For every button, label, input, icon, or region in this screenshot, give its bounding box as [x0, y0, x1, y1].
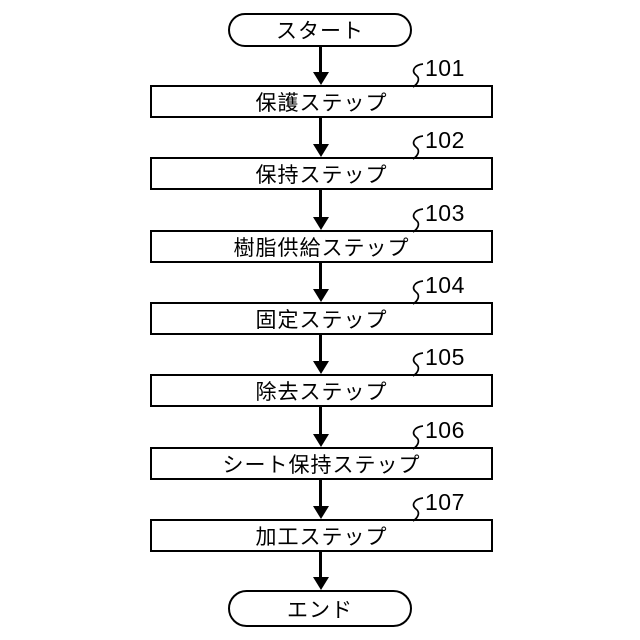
arrowhead-icon — [312, 434, 329, 447]
ref-label-106: 106 — [410, 418, 480, 450]
flow-arrow-104-to-105 — [312, 334, 329, 374]
arrowhead-icon — [312, 144, 329, 157]
flow-arrow-107-to-end — [312, 551, 329, 590]
flow-arrow-106-to-107 — [312, 479, 329, 519]
flow-arrow-103-to-104 — [312, 262, 329, 302]
ref-number: 107 — [425, 489, 465, 515]
process-label: シート保持ステップ — [222, 453, 421, 477]
process-box-104: 固定ステップ — [150, 302, 493, 335]
ref-label-107: 107 — [410, 490, 480, 522]
process-label: 保護ステップ — [255, 91, 388, 115]
leader-squiggle-icon — [412, 425, 424, 450]
end-terminal: エンド — [228, 590, 412, 627]
ref-label-102: 102 — [410, 128, 480, 160]
ref-number: 103 — [425, 200, 465, 226]
process-box-106: シート保持ステップ — [150, 447, 493, 480]
arrowhead-icon — [312, 361, 329, 374]
ref-number: 106 — [425, 417, 465, 443]
arrow-shaft — [319, 551, 322, 577]
start-terminal: スタート — [228, 13, 412, 47]
process-label: 保持ステップ — [255, 163, 388, 187]
flow-arrow-101-to-102 — [312, 117, 329, 157]
ref-number: 101 — [425, 55, 465, 81]
process-box-102: 保持ステップ — [150, 157, 493, 190]
ref-number: 105 — [425, 344, 465, 370]
process-box-107: 加工ステップ — [150, 519, 493, 552]
arrow-shaft — [319, 189, 322, 217]
process-label: 樹脂供給ステップ — [233, 236, 410, 260]
flow-arrow-102-to-103 — [312, 189, 329, 230]
ref-number: 102 — [425, 127, 465, 153]
arrow-shaft — [319, 406, 322, 434]
leader-squiggle-icon — [412, 208, 424, 233]
arrowhead-icon — [312, 506, 329, 519]
process-box-103: 樹脂供給ステップ — [150, 230, 493, 263]
arrowhead-icon — [312, 72, 329, 85]
process-label: 固定ステップ — [255, 308, 388, 332]
process-box-101: 保護ステップ — [150, 85, 493, 118]
start-terminal-label: スタート — [276, 20, 364, 43]
arrowhead-icon — [312, 577, 329, 590]
leader-squiggle-icon — [412, 352, 424, 377]
ref-number: 104 — [425, 272, 465, 298]
arrow-shaft — [319, 334, 322, 361]
arrow-shaft — [319, 262, 322, 289]
arrow-shaft — [319, 46, 322, 72]
arrow-shaft — [319, 479, 322, 506]
process-label: 除去ステップ — [255, 380, 388, 404]
leader-squiggle-icon — [412, 63, 424, 88]
flow-arrow-start-to-101 — [312, 46, 329, 85]
process-label: 加工ステップ — [255, 525, 388, 549]
end-terminal-label: エンド — [287, 598, 353, 622]
ref-label-101: 101 — [410, 56, 480, 88]
ref-label-105: 105 — [410, 345, 480, 377]
leader-squiggle-icon — [412, 497, 424, 522]
arrow-shaft — [319, 117, 322, 144]
flow-arrow-105-to-106 — [312, 406, 329, 447]
process-box-105: 除去ステップ — [150, 374, 493, 407]
ref-label-103: 103 — [410, 201, 480, 233]
ref-label-104: 104 — [410, 273, 480, 305]
leader-squiggle-icon — [412, 280, 424, 305]
arrowhead-icon — [312, 217, 329, 230]
arrowhead-icon — [312, 289, 329, 302]
leader-squiggle-icon — [412, 135, 424, 160]
